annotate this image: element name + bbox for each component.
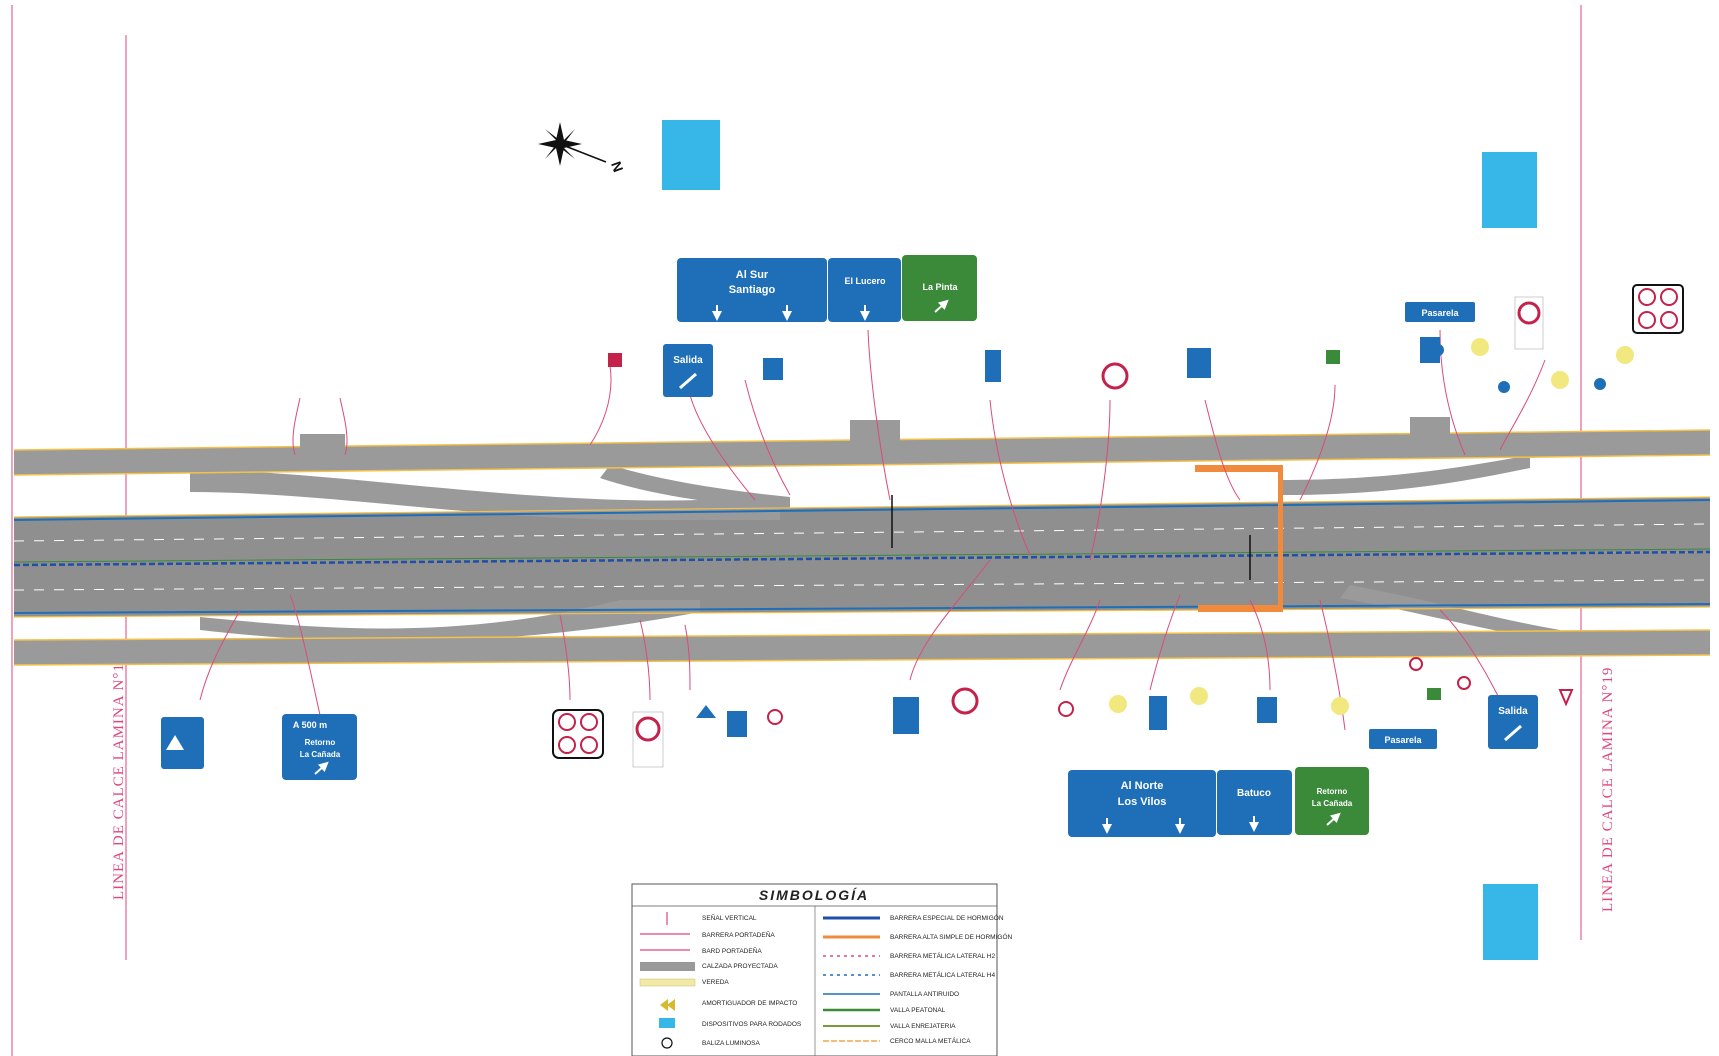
legend-left-symbols [639,912,696,1049]
north-label: N [608,159,626,174]
calce-line-right: LINEA DE CALCE LAMINA N°19 [1580,5,1616,940]
sign-prohibition-group [552,657,1574,768]
sign-retorno-line1: Retorno [305,738,336,747]
sign-batuco: Batuco [1217,770,1292,835]
legend-left-1: BARRERA PORTADEÑA [702,930,775,939]
sign-salida-top: Salida [663,344,713,397]
sign-la-pinta-label: La Pinta [922,282,958,292]
calce-label-left: LINEA DE CALCE LAMINA N°17 [111,655,127,900]
north-arrow-icon: N [538,122,627,174]
legend-title: SIMBOLOGÍA [759,887,869,903]
sign-pasarela-top-label: Pasarela [1421,308,1459,318]
sign-pasarela-top: Pasarela [1405,302,1475,322]
legend-right-1: BARRERA ALTA SIMPLE DE HORMIGÓN [890,932,1013,941]
calce-line-left: LINEA DE CALCE LAMINA N°17 [11,5,127,1056]
sign-pasarela-bottom-label: Pasarela [1384,735,1422,745]
sign-salida-top-label: Salida [673,355,703,366]
legend-left-0: SEÑAL VERTICAL [702,913,757,922]
legend-left-2: BARD PORTADEÑA [702,946,762,955]
sign-km-board [161,717,204,769]
sign-retorno-green-line2: La Cañada [1312,799,1353,808]
legend-right-3: BARRERA METÁLICA LATERAL H4 [890,970,996,979]
sign-salida-bottom: Salida [1488,695,1538,749]
sign-a500m-label: A 500 m [293,720,327,730]
legend-left-7: BALIZA LUMINOSA [702,1040,760,1047]
small-signs-top [608,284,1684,393]
legend-left-3: CALZADA PROYECTADA [702,963,778,970]
sign-salida-bottom-label: Salida [1498,706,1528,717]
sign-al-sur-line1: Al Sur [736,269,769,281]
legend-left-5: AMORTIGUADOR DE IMPACTO [702,1000,797,1007]
marker-square-1 [662,120,720,190]
calce-label-right: LINEA DE CALCE LAMINA N°19 [1600,667,1616,912]
road-geometry [13,417,1711,666]
sign-al-norte-los-vilos: Al Norte Los Vilos [1068,770,1216,837]
legend-right-symbols [823,916,880,1042]
legend-right-4: PANTALLA ANTIRUIDO [890,991,959,998]
legend-right-5: VALLA PEATONAL [890,1007,946,1014]
sign-la-pinta: La Pinta [902,255,977,321]
sign-batuco-label: Batuco [1237,788,1271,799]
sign-el-lucero: El Lucero [828,258,901,322]
legend-right-0: BARRERA ESPECIAL DE HORMIGÓN [890,913,1004,922]
marker-square-3 [1483,884,1538,960]
legend-left-4: VEREDA [702,979,729,986]
legend-right-6: VALLA ENREJATERIA [890,1023,956,1030]
sign-retorno-line2: La Cañada [300,750,341,759]
sign-al-sur-line2: Santiago [729,284,776,296]
legend-right-7: CERCO MALLA METÁLICA [890,1036,971,1045]
sign-al-norte-line1: Al Norte [1121,780,1164,792]
leader-lines [199,329,1546,731]
sign-pasarela-bottom: Pasarela [1369,729,1437,749]
sign-al-norte-line2: Los Vilos [1118,796,1167,808]
sign-al-sur-santiago: Al Sur Santiago [677,258,827,322]
sign-retorno-green: Retorno La Cañada [1295,767,1369,835]
legend-box: SIMBOLOGÍA SEÑAL VERTICAL BARRERA PORTAD… [631,883,1013,1056]
sign-retorno-green-line1: Retorno [1317,787,1348,796]
sign-el-lucero-label: El Lucero [844,276,886,286]
legend-right-2: BARRERA METÁLICA LATERAL H2 [890,951,996,960]
marker-square-2 [1482,152,1537,228]
sign-a500m-retorno: A 500 m Retorno La Cañada [282,714,357,780]
legend-left-6: DISPOSITIVOS PARA RODADOS [702,1021,802,1028]
